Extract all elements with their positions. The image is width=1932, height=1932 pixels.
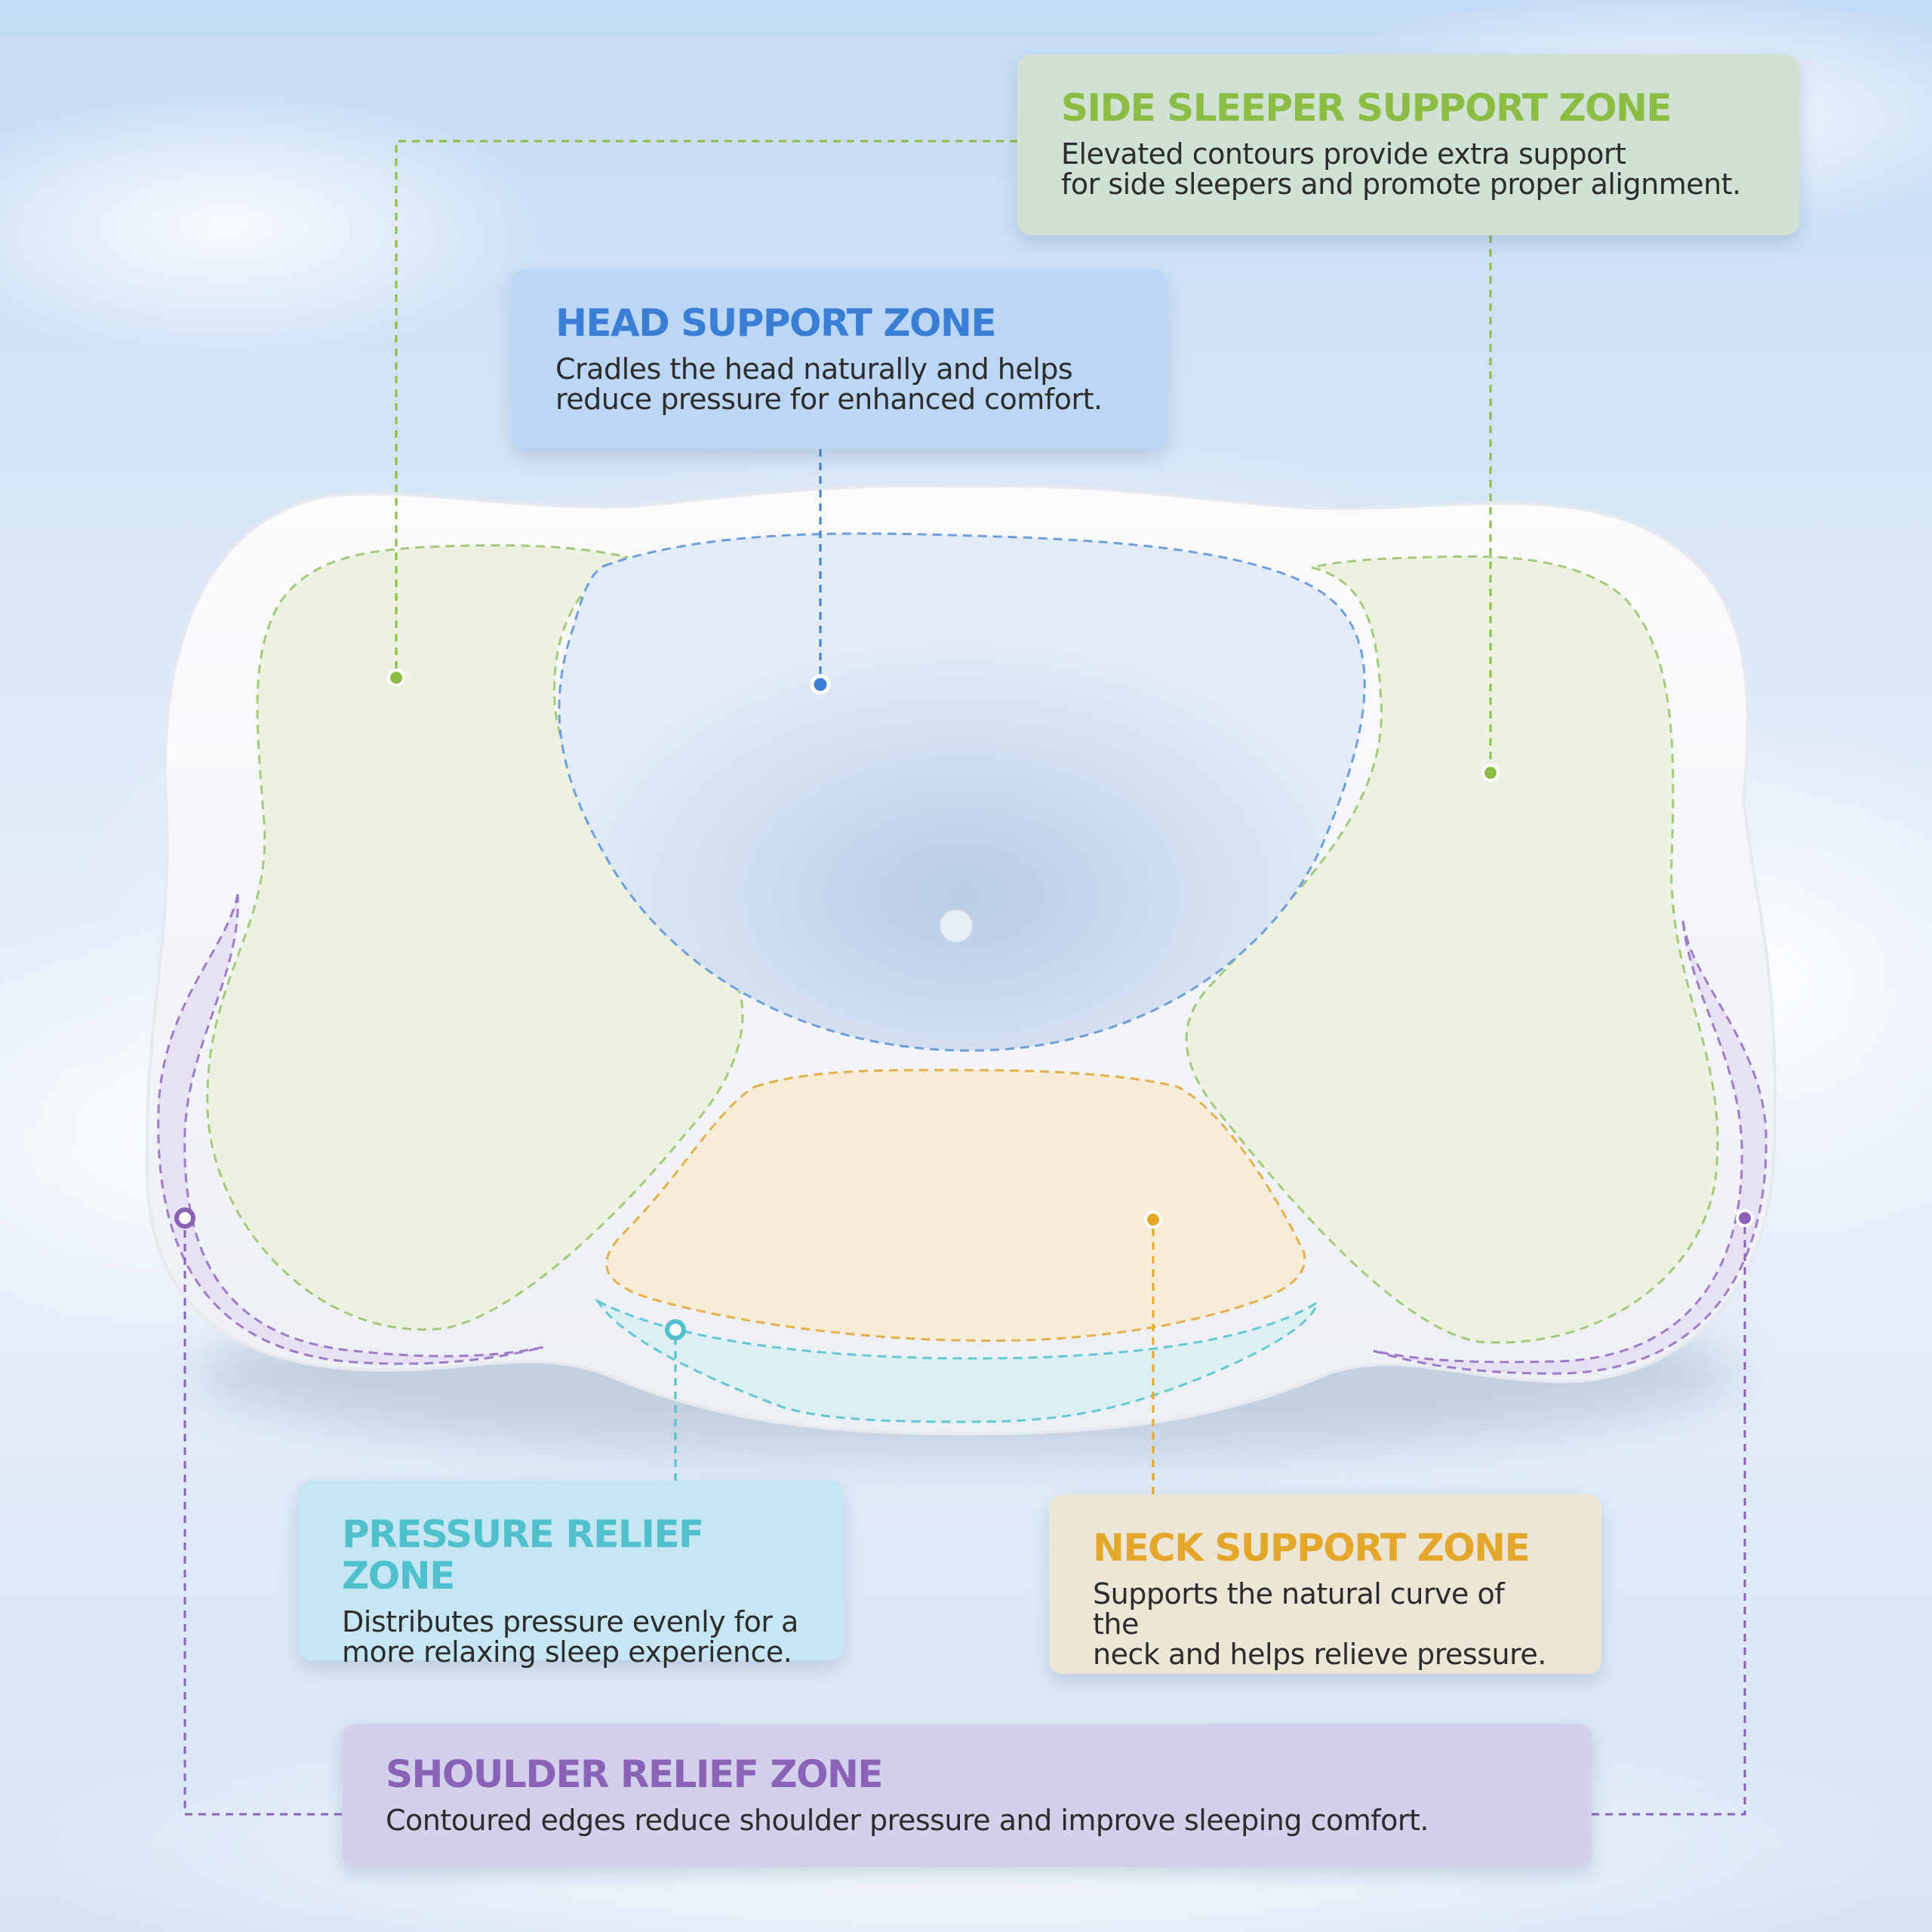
side-sleeper-description: Elevated contours provide extra support …: [1061, 137, 1755, 201]
head-zone: [558, 532, 1366, 1052]
side-sleeper-desc-line: for side sleepers and promote proper ali…: [1061, 167, 1741, 201]
dot-shoulder-right: [1736, 1209, 1754, 1227]
dot-shoulder-left: [174, 1208, 195, 1229]
head-desc-line: reduce pressure for enhanced comfort.: [555, 382, 1103, 416]
side-sleeper-callout: SIDE SLEEPER SUPPORT ZONE Elevated conto…: [1017, 54, 1799, 235]
dot-neck: [1144, 1211, 1162, 1229]
head-description: Cradles the head naturally and helps red…: [555, 352, 1123, 416]
head-zone-button: [939, 909, 974, 943]
pressure-zone: [594, 1298, 1318, 1423]
neck-desc-line: Supports the natural curve of the: [1093, 1577, 1505, 1641]
side-sleeper-title: SIDE SLEEPER SUPPORT ZONE: [1061, 86, 1672, 130]
pressure-callout: PRESSURE RELIEF ZONE Distributes pressur…: [298, 1481, 844, 1667]
dot-side-left: [387, 669, 405, 687]
head-title: HEAD SUPPORT ZONE: [555, 301, 997, 345]
neck-title: NECK SUPPORT ZONE: [1093, 1526, 1531, 1570]
marker-dots: [174, 669, 1754, 1340]
head-desc-line: Cradles the head naturally and helps: [555, 352, 1073, 386]
leader-lines: [183, 140, 1746, 1816]
leader-shoulder-left: [183, 1218, 342, 1816]
shoulder-description: Contoured edges reduce shoulder pressure…: [386, 1804, 1548, 1837]
neck-callout: NECK SUPPORT ZONE Supports the natural c…: [1049, 1494, 1601, 1674]
dot-head: [810, 674, 831, 695]
shoulder-desc-line: Contoured edges reduce shoulder pressure…: [386, 1804, 1429, 1837]
neck-description: Supports the natural curve of the neck a…: [1093, 1577, 1558, 1671]
pressure-title: PRESSURE RELIEF ZONE: [342, 1512, 704, 1598]
pressure-description: Distributes pressure evenly for a more r…: [342, 1607, 800, 1668]
neck-zone: [605, 1069, 1306, 1343]
shoulder-title: SHOULDER RELIEF ZONE: [386, 1752, 884, 1796]
head-callout: HEAD SUPPORT ZONE Cradles the head natur…: [512, 269, 1167, 449]
shoulder-zone-right: [1373, 920, 1767, 1375]
shoulder-callout: SHOULDER RELIEF ZONE Contoured edges red…: [342, 1724, 1592, 1867]
side-sleeper-zone-right: [1185, 555, 1719, 1344]
shoulder-zone-left: [157, 894, 544, 1365]
leader-shoulder-right: [1592, 1218, 1746, 1816]
pressure-desc-line: Distributes pressure evenly for a: [342, 1605, 798, 1638]
neck-desc-line: neck and helps relieve pressure.: [1093, 1637, 1546, 1671]
pressure-desc-line: more relaxing sleep experience.: [342, 1635, 792, 1669]
dot-pressure: [665, 1319, 686, 1340]
dot-side-right: [1481, 764, 1500, 782]
side-sleeper-desc-line: Elevated contours provide extra support: [1061, 137, 1626, 171]
leader-side-left: [395, 140, 1017, 678]
